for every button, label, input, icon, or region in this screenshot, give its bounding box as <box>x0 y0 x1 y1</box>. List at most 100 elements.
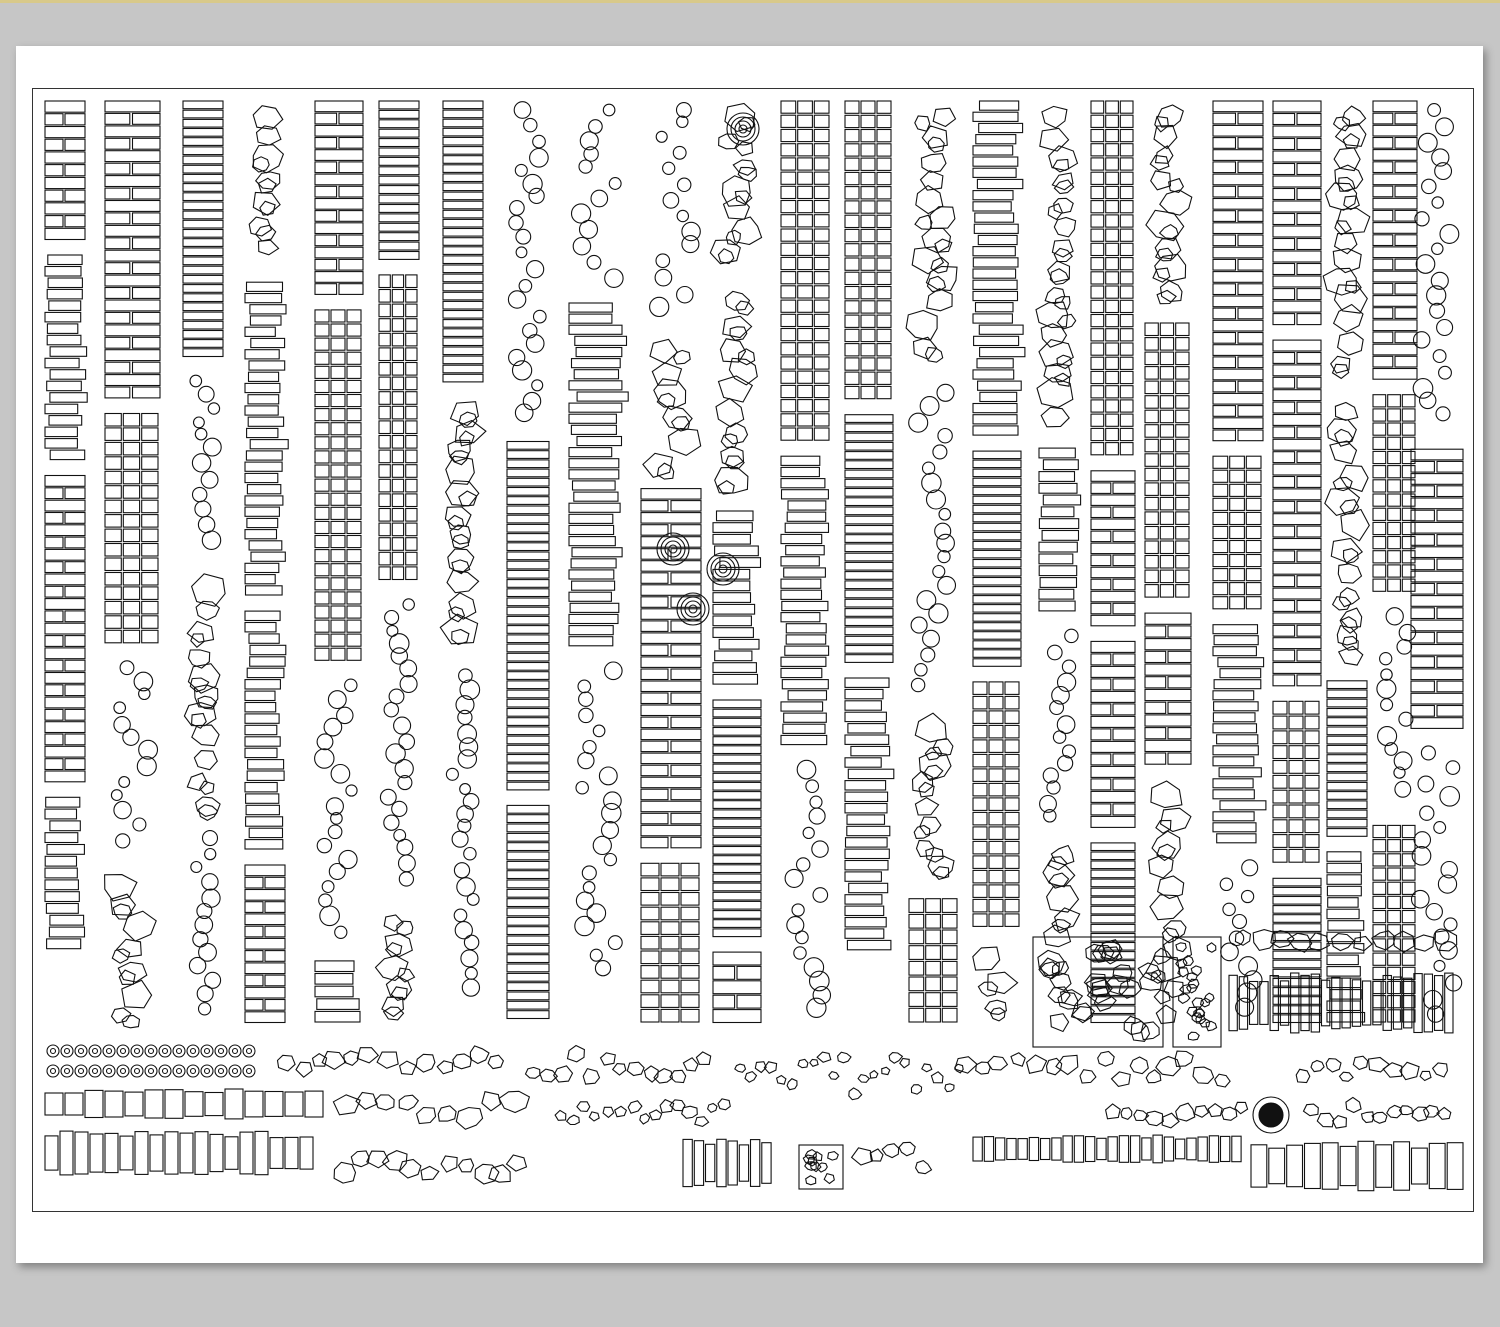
stepping-stone <box>639 1112 651 1125</box>
paver-block <box>1372 185 1394 198</box>
paver-block <box>1401 881 1416 895</box>
stepping-stone <box>355 1091 378 1110</box>
paver-block <box>640 994 660 1008</box>
paver-block <box>1394 161 1418 174</box>
stepping-stone <box>488 1164 511 1183</box>
paver-block <box>330 464 346 478</box>
paver-block <box>784 522 830 533</box>
stepping-stone <box>1339 607 1363 629</box>
stepping-stone <box>729 326 748 341</box>
paver-block <box>813 143 830 157</box>
paver-block <box>131 137 161 150</box>
paver-block <box>46 938 82 950</box>
paver-block <box>640 979 660 994</box>
paver-block <box>391 434 405 449</box>
stepping-stone <box>1221 1106 1238 1121</box>
pebble <box>515 228 532 245</box>
paver-block <box>972 450 1022 460</box>
paver-block <box>988 739 1004 753</box>
paver-block <box>1387 578 1401 592</box>
paver-block <box>640 965 660 979</box>
paver-block <box>860 328 876 343</box>
paver-block <box>1090 143 1105 157</box>
paver-block <box>670 812 702 825</box>
stone-path <box>1324 401 1370 666</box>
paver-block <box>1090 566 1136 579</box>
paver-block <box>780 199 797 214</box>
paver-block <box>1272 262 1296 276</box>
paver-block <box>1144 366 1159 380</box>
paver-block <box>249 439 289 450</box>
paver-block <box>972 201 1012 212</box>
paver-block <box>506 842 550 852</box>
paver-block <box>972 145 1014 156</box>
stepping-stone <box>1186 1006 1198 1018</box>
paver-block <box>391 391 405 405</box>
pebble <box>910 677 926 693</box>
stepping-stone <box>448 450 470 466</box>
paver-block <box>782 723 826 734</box>
paver-block <box>876 300 892 314</box>
paver-block <box>314 985 354 998</box>
paver-block <box>1410 656 1435 668</box>
stepping-stone <box>1330 355 1351 374</box>
paver-block <box>442 209 484 219</box>
pebble <box>515 246 528 259</box>
stepping-stone <box>104 874 138 902</box>
paver-block <box>506 832 550 842</box>
paver-block <box>972 402 1018 414</box>
paver-block <box>680 994 700 1008</box>
stepping-stone <box>1120 1107 1133 1121</box>
stepping-stone <box>252 191 281 216</box>
stepping-stone <box>914 712 947 743</box>
paver-block <box>977 234 1018 246</box>
paver-block <box>1272 488 1322 501</box>
stepping-stone <box>1199 997 1211 1008</box>
paver-block <box>119 1135 134 1171</box>
paver-block <box>246 427 279 439</box>
paver-block <box>712 882 762 892</box>
paver-block <box>712 873 762 883</box>
paver-block <box>182 265 224 275</box>
paver-block <box>1372 319 1418 332</box>
paver-block <box>330 577 346 591</box>
paver-block <box>1296 351 1322 364</box>
paver-block <box>1410 473 1464 485</box>
paver-block <box>1272 932 1322 942</box>
paver-block <box>780 256 797 271</box>
paver-block <box>1272 339 1322 352</box>
paver-block <box>405 566 418 581</box>
pebble <box>809 795 823 809</box>
paver-block <box>144 1089 164 1119</box>
paver-block <box>670 524 702 536</box>
pebble <box>196 985 214 1003</box>
pebble <box>1238 956 1259 977</box>
pebble <box>730 116 756 142</box>
pebble <box>132 817 147 832</box>
stepping-stone <box>1334 122 1367 147</box>
stepping-stone <box>694 1116 710 1127</box>
paver-block <box>104 586 122 600</box>
paver-block <box>1288 745 1304 760</box>
paver-block <box>248 360 286 371</box>
paver-block <box>1212 525 1229 540</box>
stepping-stone <box>737 348 756 366</box>
paver-block <box>378 288 391 303</box>
paver-block <box>1229 596 1245 610</box>
paver-block <box>164 1089 184 1119</box>
stepping-stone <box>553 1065 574 1083</box>
stepping-stone <box>914 214 933 230</box>
stepping-stone <box>1053 197 1074 214</box>
paver-block <box>570 358 621 369</box>
paver-block <box>1410 619 1464 632</box>
paver-block <box>1387 450 1401 465</box>
paver-block <box>1119 299 1134 314</box>
paver-block <box>378 109 420 119</box>
paver-block <box>44 474 86 487</box>
pebble <box>1417 775 1435 793</box>
pebble <box>784 868 804 888</box>
pebble <box>77 1067 85 1075</box>
paver-block <box>1090 665 1136 678</box>
pebble <box>330 763 351 784</box>
brick-band <box>1228 972 1454 1034</box>
